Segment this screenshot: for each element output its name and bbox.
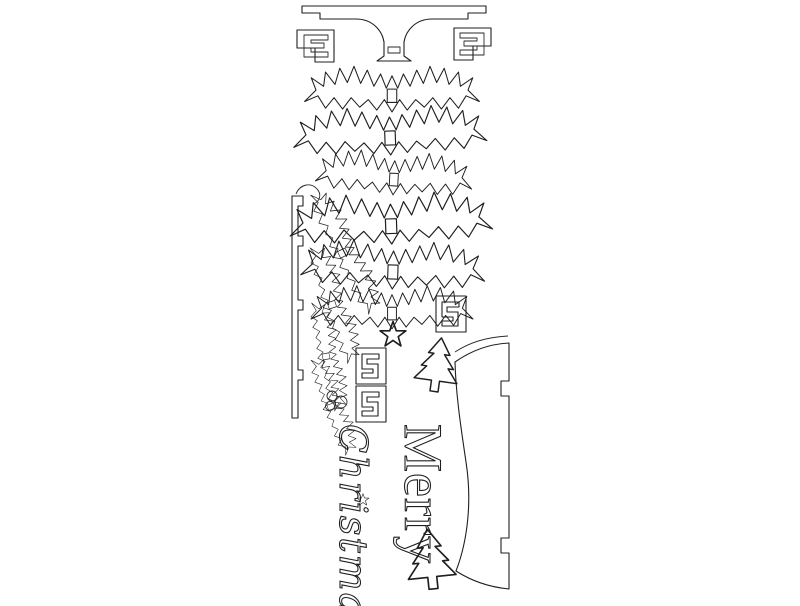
merry-text: Merry: [393, 424, 453, 564]
bracket-slot-right: [453, 27, 492, 61]
branch-tier-3: [314, 147, 474, 200]
topper-star: [379, 320, 407, 347]
branch-tier-1: [304, 65, 480, 113]
christmas-lettering: Christmas: [330, 423, 375, 606]
slot-piece-mid-2: [355, 385, 387, 423]
bracket-slot-left: [296, 29, 335, 63]
christmas-text: Christmas: [331, 424, 375, 606]
merry-lettering: Merry: [392, 423, 453, 564]
stand-top-piece: [301, 5, 487, 62]
right-curved-panel: [454, 335, 510, 590]
slot-piece-mid-1: [355, 347, 387, 385]
left-rail: [291, 184, 321, 419]
holly-flourish: [325, 390, 348, 411]
branch-tier-2: [291, 103, 488, 159]
